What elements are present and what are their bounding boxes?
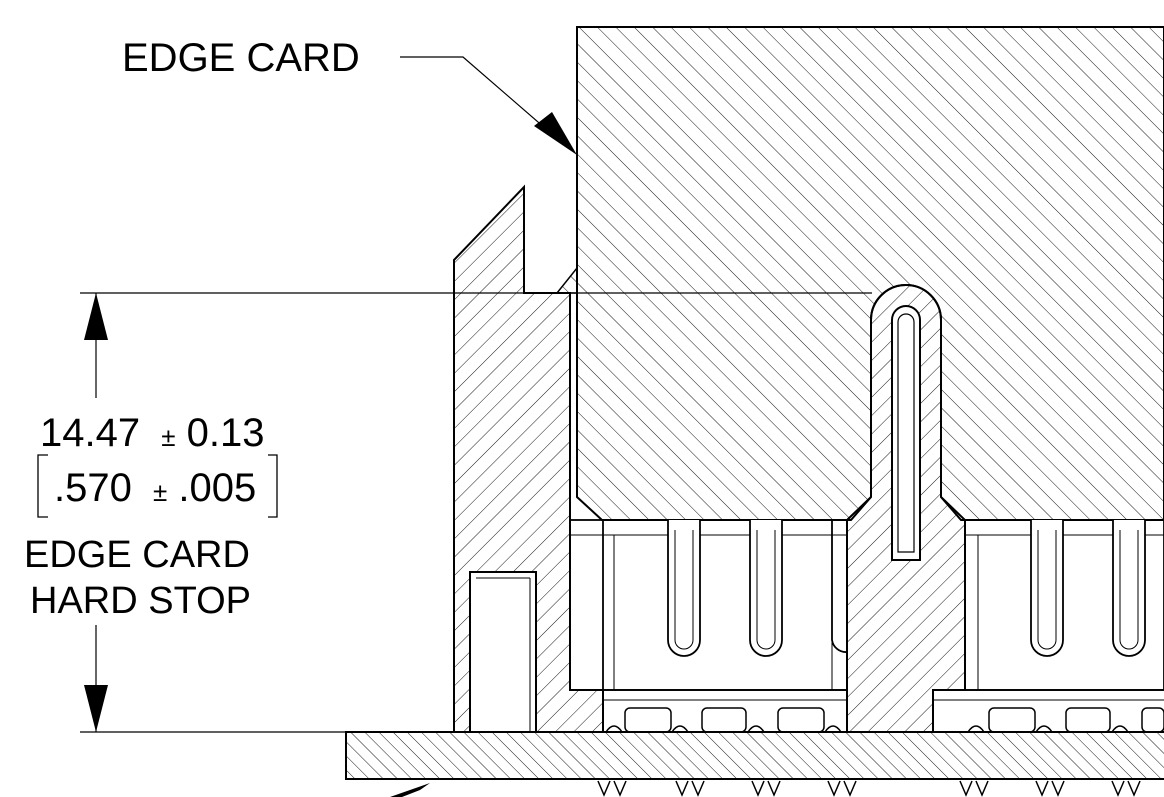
metric-dimension: 14.47 ± 0.13 bbox=[40, 411, 265, 455]
pc-board bbox=[345, 731, 1164, 780]
housing-center-key bbox=[846, 284, 966, 733]
note-line-2: HARD STOP bbox=[30, 580, 251, 622]
metric-tolerance: 0.13 bbox=[187, 411, 265, 455]
imperial-tolerance: .005 bbox=[178, 466, 256, 510]
arrowhead-down-icon bbox=[84, 685, 108, 732]
metric-value: 14.47 bbox=[40, 411, 140, 455]
plus-minus-symbol: ± bbox=[161, 422, 175, 452]
plus-minus-symbol-2: ± bbox=[153, 477, 167, 507]
imperial-dimension: .570 ± .005 bbox=[54, 466, 256, 510]
note-line-1: EDGE CARD bbox=[24, 534, 250, 576]
arrowhead-up-icon bbox=[84, 293, 108, 340]
contact-beams bbox=[667, 520, 1146, 657]
dimension-hard-stop bbox=[37, 292, 872, 733]
contact-cavities-right bbox=[933, 519, 1164, 701]
board-leader bbox=[390, 783, 430, 797]
leader-arrowhead-icon bbox=[534, 112, 577, 155]
press-fit-pins bbox=[597, 780, 1141, 797]
edge-card-callout-label: EDGE CARD bbox=[122, 36, 360, 80]
bracket-right bbox=[268, 454, 278, 518]
contact-cavities-left bbox=[569, 519, 848, 701]
bracket-left bbox=[37, 454, 48, 518]
imperial-value: .570 bbox=[54, 466, 132, 510]
edge-card-leader bbox=[400, 56, 577, 155]
board-leader-arrowhead-icon bbox=[390, 783, 430, 797]
contact-tails bbox=[605, 707, 1164, 733]
housing-left-wall bbox=[453, 184, 604, 733]
